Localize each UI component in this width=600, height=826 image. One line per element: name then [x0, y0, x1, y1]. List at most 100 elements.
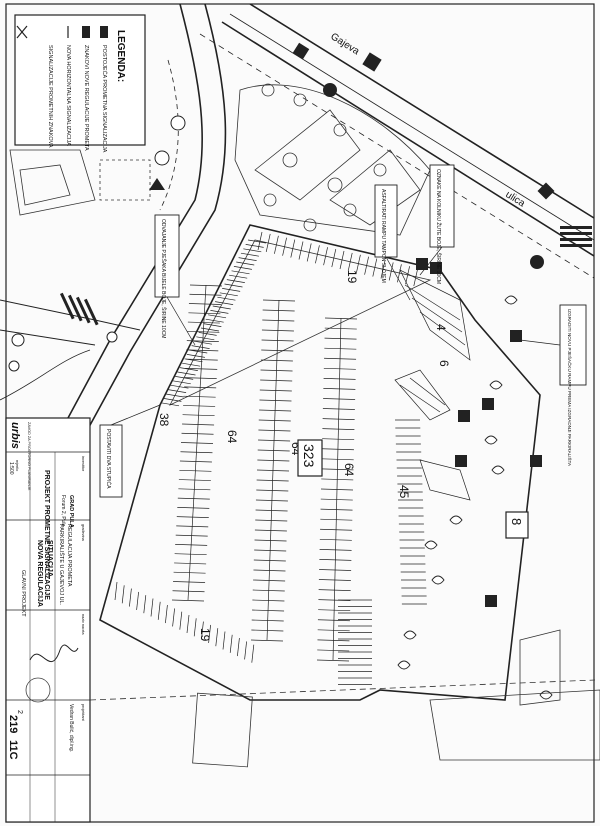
drawing-number: 11C — [7, 740, 19, 760]
parking-stall-line — [179, 367, 198, 371]
total-count-label: 323 — [301, 444, 317, 468]
sheet-subtitle: NOVA REGULACIJA — [36, 540, 43, 607]
parking-stall-line — [317, 629, 350, 632]
parking-stall-line — [320, 518, 353, 521]
parking-stall-line — [252, 609, 285, 612]
parking-stall-line — [318, 589, 351, 591]
callout-c: ASFALTIRATI RAMPU TAMPON SLOJEM — [374, 184, 411, 301]
parking-stall-line — [253, 579, 286, 582]
parking-stall-line — [171, 599, 205, 602]
parking-stall-line — [157, 601, 161, 620]
parking-stall-line — [121, 585, 125, 604]
parking-stall-line — [319, 569, 352, 571]
stop-sign-icon — [323, 83, 337, 97]
parking-stall-line — [170, 384, 189, 389]
parking-stall-line — [259, 389, 292, 392]
sheet-number: 2 — [16, 710, 23, 714]
building-outlines — [9, 149, 151, 216]
parking-stall-line — [257, 449, 290, 452]
parking-stall-line — [244, 641, 247, 660]
warning-sign-icon — [149, 178, 165, 190]
count-row-a: 64 — [225, 430, 239, 444]
stall-row-top — [257, 231, 419, 287]
parking-stall-line — [372, 258, 378, 277]
legend-item: SIGNALIZACIJE PROMETNIH ZNAKOVA — [47, 45, 53, 148]
prohibition-sign-icon — [106, 331, 118, 343]
street-name-label: Gajeva — [328, 31, 361, 57]
parking-stall-line — [260, 359, 293, 362]
designer-label: projektant — [81, 704, 85, 722]
parking-stall-line — [262, 309, 295, 312]
parking-stall-line — [160, 402, 180, 407]
parking-row-spine — [187, 284, 207, 601]
parking-stall-line — [324, 347, 357, 350]
parking-stall-line — [253, 559, 286, 562]
parking-stall-line — [173, 571, 206, 574]
count-right: 45 — [397, 485, 411, 499]
parking-stall-line — [318, 579, 351, 581]
warning-sign-icon — [537, 182, 555, 200]
callout-b-text: OZNAKE NA KOLNIKU ŽUTE BOJE, ŠIRINE 10CM — [435, 169, 443, 284]
parking-stall-line — [187, 330, 220, 333]
parking-stall-line — [182, 414, 215, 417]
parking-stall-line — [182, 423, 215, 426]
parking-stall-line — [257, 459, 290, 462]
parking-stall-line — [237, 638, 240, 657]
parking-stall-line — [229, 634, 233, 653]
parking-stall-line — [320, 508, 353, 511]
parking-stall-line — [253, 569, 286, 572]
parking-stall-line — [189, 349, 208, 354]
count-row-c: 64 — [342, 463, 356, 477]
parking-stall-line — [316, 659, 350, 662]
parking-stall-line — [177, 507, 210, 509]
parking-stall-line — [388, 262, 394, 281]
designer-signature — [29, 644, 79, 663]
parking-stall-line — [165, 393, 184, 398]
callout-e: IZGRADITI NOVU PJEŠAČKU RAMPU PREMA IZGR… — [519, 304, 587, 467]
project-title: PROJEKT PROMETNE SIGNALIZACIJE — [43, 470, 50, 600]
project-number: 219 — [7, 715, 19, 733]
parking-stall-line — [250, 639, 284, 642]
parking-stall-line — [260, 379, 293, 382]
parking-stall-line — [251, 644, 255, 663]
parking-stall-line — [290, 239, 296, 258]
parking-stall-line — [186, 614, 190, 634]
parking-stall-line — [188, 312, 221, 315]
parking-stall-line — [331, 249, 337, 268]
parking-stall-line — [233, 266, 252, 270]
parking-stall-line — [178, 479, 211, 481]
parking-stall-line — [174, 553, 207, 556]
count-top-row: 19 — [345, 270, 359, 284]
legend-item: ZNAKOVI NOVE REGULACIJE PROMETA — [83, 45, 89, 151]
callout-b: OZNAKE NA KOLNIKU ŽUTE BOJE, ŠIRINE 10CM — [419, 164, 455, 284]
parking-stall-line — [321, 478, 354, 481]
count-small: 4 — [434, 324, 448, 331]
parking-stall-line — [201, 621, 204, 640]
stall-row-bottom — [114, 581, 255, 663]
parking-stall-line — [254, 529, 287, 532]
designer-name: Vedran Bulić, dipl.ing. — [68, 704, 74, 752]
parking-stall-line — [251, 629, 284, 632]
parking-stall-line — [262, 319, 295, 322]
parking-stall-line — [178, 488, 211, 491]
chief-project-label: GLAVNI PROJEKT — [20, 570, 26, 617]
parking-stall-line — [257, 231, 263, 251]
parking-stall-line — [215, 301, 234, 305]
parking-stall-line — [229, 274, 248, 279]
parking-stall-line — [175, 376, 194, 380]
bottom-features — [89, 629, 600, 768]
legend-item: POSTOJEĆA PROMETNA SIGNALIZACIJA — [101, 45, 108, 153]
parking-stall-line — [179, 611, 183, 630]
parking-stall-line — [255, 499, 288, 502]
parking-stall-line — [321, 468, 354, 471]
parking-stall-line — [339, 250, 345, 270]
direction-sign-icon — [8, 360, 20, 372]
legend-title: LEGENDA: — [115, 30, 126, 82]
existing-sign-icon — [100, 26, 108, 38]
parking-row-spine — [332, 317, 342, 661]
parking-stall-line — [193, 618, 197, 637]
parking-stall-line — [207, 314, 227, 319]
parking-sign-icon — [455, 455, 467, 467]
investor-address: Forum 2, Pula — [60, 495, 66, 527]
